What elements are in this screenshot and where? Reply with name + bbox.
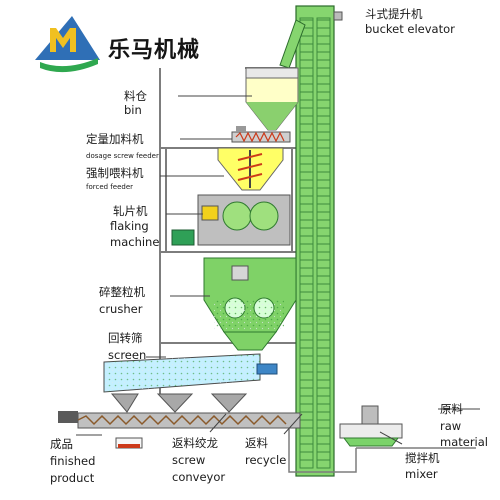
label-mixer-en: mixer	[405, 467, 438, 481]
label-screw-conveyor-en1: screw	[172, 453, 206, 467]
label-bin-en: bin	[124, 103, 142, 117]
label-crusher-en: crusher	[99, 302, 143, 316]
product-tray	[115, 437, 143, 449]
bucket-elevator	[279, 5, 343, 477]
label-raw-material-en2: material	[440, 435, 488, 449]
company-logo	[35, 16, 100, 73]
label-flaking-machine-zh: 轧片机	[113, 204, 148, 218]
label-crusher-zh: 碎整粒机	[99, 285, 145, 299]
label-bucket-elevator-zh: 斗式提升机	[365, 7, 423, 21]
label-finished-product-en1: finished	[50, 454, 96, 468]
flaking-machine	[171, 194, 291, 246]
brand-name: 乐马机械	[108, 38, 201, 63]
label-screw-conveyor-zh: 返料绞龙	[172, 436, 218, 450]
label-recycle-zh: 返料	[245, 436, 268, 450]
label-forced-feeder-zh: 强制喂料机	[86, 166, 144, 180]
label-finished-product-en2: product	[50, 471, 95, 485]
mixer	[339, 405, 403, 447]
screw-conveyor	[58, 411, 301, 429]
label-flaking-machine-en1: flaking	[110, 219, 149, 233]
label-screen-en: screen	[108, 348, 147, 362]
label-flaking-machine-en2: machine	[110, 235, 160, 249]
label-dosage-feeder-zh: 定量加料机	[86, 132, 144, 146]
crusher	[203, 257, 297, 351]
label-finished-product-zh: 成品	[50, 437, 73, 451]
label-forced-feeder-en: forced feeder	[86, 183, 134, 191]
label-dosage-feeder-en: dosage screw feeder	[86, 152, 159, 160]
dosage-screw-feeder	[231, 126, 291, 143]
label-raw-material-en1: raw	[440, 419, 462, 433]
label-raw-material-zh: 原料	[440, 402, 463, 416]
bin	[245, 67, 299, 131]
label-bucket-elevator-en: bucket elevator	[365, 22, 455, 36]
label-bin-zh: 料仓	[124, 89, 147, 103]
label-screen-zh: 回转筛	[108, 331, 143, 345]
label-mixer-zh: 搅拌机	[405, 451, 440, 465]
label-arrows	[76, 95, 480, 445]
label-screw-conveyor-en2: conveyor	[172, 470, 226, 484]
label-recycle-en: recycle	[245, 453, 287, 467]
forced-feeder	[217, 147, 284, 191]
recycle-pit	[288, 428, 476, 473]
rotary-screen	[103, 353, 278, 413]
